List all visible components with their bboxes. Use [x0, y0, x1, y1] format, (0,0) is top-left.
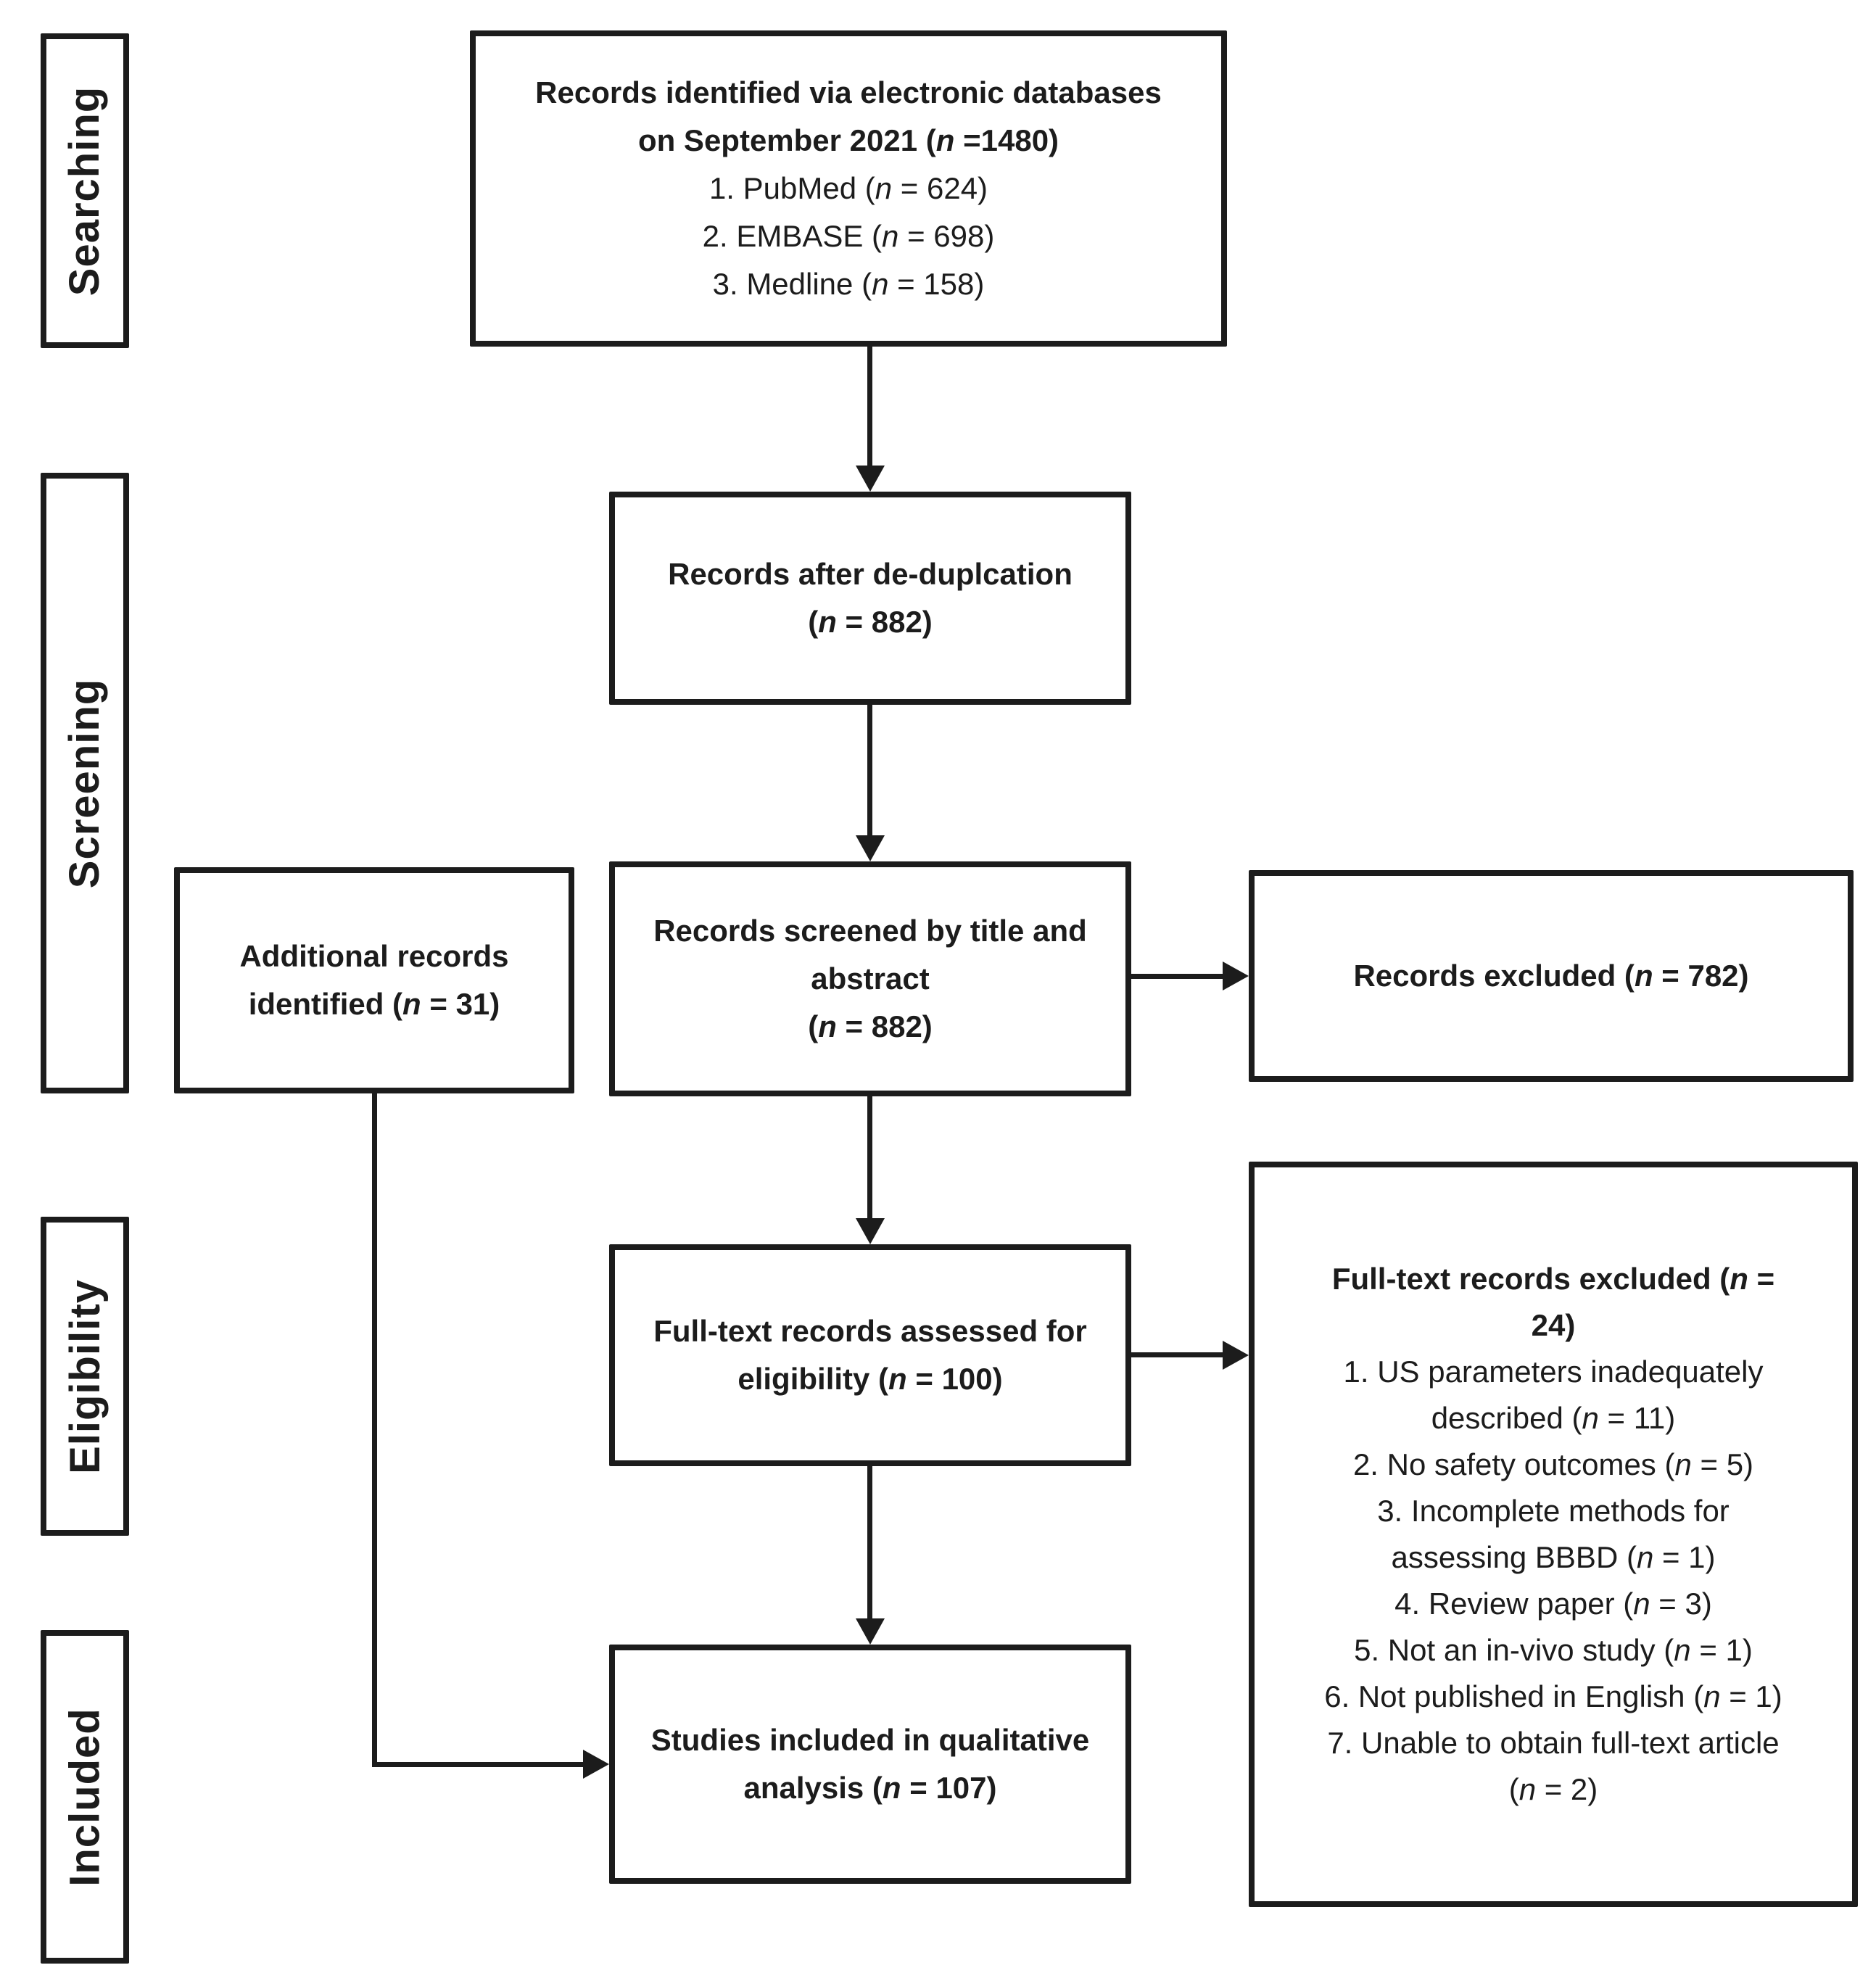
- text-line: analysis (n = 107): [743, 1771, 997, 1805]
- text-line: 24): [1531, 1308, 1576, 1342]
- box-fulltext-excluded: Full-text records excluded (n = 24) 1. U…: [1249, 1162, 1858, 1907]
- list-item: 4. Review paper (n = 3): [1394, 1587, 1712, 1621]
- list-item: 3. Incomplete methods for: [1377, 1494, 1730, 1528]
- arrowhead-right-icon: [1223, 961, 1249, 990]
- list-item: assessing BBBD (n = 1): [1391, 1540, 1716, 1574]
- box-studies-included: Studies included in qualitative analysis…: [609, 1645, 1131, 1884]
- stage-eligibility-label: Eligibility: [61, 1278, 109, 1474]
- text-line: Records excluded (n = 782): [1353, 959, 1749, 993]
- arrowhead-down-icon: [856, 1618, 885, 1645]
- arrow-dedup-to-screened: [867, 705, 872, 835]
- stage-included-label: Included: [61, 1707, 109, 1887]
- arrowhead-down-icon: [856, 835, 885, 861]
- list-item: 1. PubMed (n = 624): [708, 171, 988, 205]
- text-line: Full-text records excluded (n =: [1331, 1262, 1775, 1296]
- list-item: 7. Unable to obtain full-text article: [1327, 1726, 1780, 1760]
- text-line: Records screened by title and: [653, 914, 1087, 948]
- list-item: (n = 2): [1508, 1772, 1598, 1806]
- box-records-identified: Records identified via electronic databa…: [470, 30, 1227, 347]
- text-line: eligibility (n = 100): [737, 1362, 1003, 1396]
- text-line: (n = 882): [808, 605, 933, 639]
- list-item: 2. No safety outcomes (n = 5): [1352, 1447, 1754, 1481]
- stage-screening-label: Screening: [61, 678, 109, 888]
- text-line: Records identified via electronic databa…: [535, 75, 1162, 109]
- box-records-excluded: Records excluded (n = 782): [1249, 870, 1854, 1082]
- stage-eligibility: Eligibility: [41, 1217, 129, 1536]
- arrowhead-right-icon: [1223, 1341, 1249, 1370]
- box-fulltext-assessed: Full-text records assessed for eligibili…: [609, 1244, 1131, 1466]
- text-line: Additional records: [239, 939, 509, 973]
- arrow-fulltext-to-studies: [867, 1466, 872, 1618]
- connector-additional-to-studies-horizontal: [372, 1762, 583, 1767]
- stage-screening: Screening: [41, 473, 129, 1093]
- text-line: Full-text records assessed for: [653, 1314, 1087, 1348]
- list-item: 2. EMBASE (n = 698): [702, 219, 995, 253]
- list-item: 6. Not published in English (n = 1): [1324, 1679, 1782, 1713]
- list-item: 3. Medline (n = 158): [712, 267, 985, 301]
- text-line: abstract: [811, 961, 930, 996]
- stage-searching-label: Searching: [61, 86, 109, 296]
- stage-included: Included: [41, 1630, 129, 1964]
- connector-additional-to-studies-vertical: [372, 1093, 377, 1767]
- arrowhead-down-icon: [856, 1218, 885, 1244]
- text-line: (n = 882): [808, 1009, 933, 1043]
- text-line: Studies included in qualitative: [650, 1723, 1090, 1757]
- text-line: Records after de-duplcation: [668, 557, 1073, 591]
- list-item: 1. US parameters inadequately: [1343, 1354, 1764, 1389]
- arrowhead-down-icon: [856, 466, 885, 492]
- text-line: on September 2021 (n =1480): [637, 123, 1059, 157]
- arrow-identified-to-dedup: [867, 347, 872, 466]
- box-records-screened: Records screened by title and abstract (…: [609, 861, 1131, 1096]
- box-records-deduplicated: Records after de-duplcation (n = 882): [609, 492, 1131, 705]
- arrowhead-right-icon: [583, 1750, 609, 1779]
- text-line: identified (n = 31): [248, 987, 500, 1021]
- box-additional-records: Additional records identified (n = 31): [174, 867, 574, 1093]
- list-item: 5. Not an in-vivo study (n = 1): [1354, 1633, 1753, 1667]
- stage-searching: Searching: [41, 33, 129, 348]
- list-item: described (n = 11): [1431, 1401, 1676, 1435]
- arrow-fulltext-to-ftexcluded: [1131, 1352, 1223, 1357]
- arrow-screened-to-excluded: [1131, 974, 1223, 979]
- arrow-screened-to-fulltext: [867, 1096, 872, 1218]
